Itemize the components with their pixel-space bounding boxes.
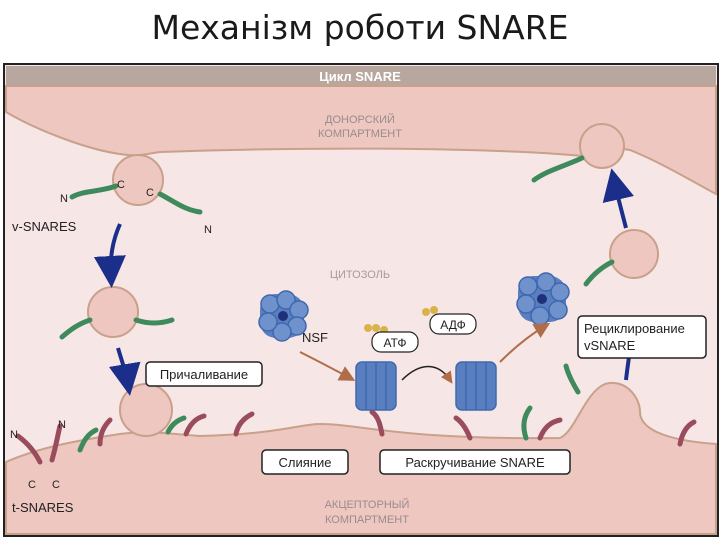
docking-label: Причаливание (160, 367, 248, 382)
recycled-vesicle (610, 230, 658, 278)
v-snares-label: v-SNARES (12, 219, 77, 234)
unwinding-label: Раскручивание SNARE (405, 455, 545, 470)
page-title: Механізм роботи SNARE (0, 8, 720, 47)
v-snare-n-right: N (204, 224, 212, 236)
cytosol-label: ЦИТОЗОЛЬ (330, 269, 390, 281)
t-snares-label: t-SNARES (12, 500, 74, 515)
budding-vesicle-right (580, 124, 624, 168)
free-vesicle (88, 287, 138, 337)
nsf-bound-complex (356, 362, 396, 410)
v-snare-n-left: N (60, 193, 68, 205)
acceptor-label-line1: АКЦЕПТОРНЫЙ (325, 498, 410, 511)
t-snare-n-left: N (10, 429, 18, 441)
acceptor-label-line2: КОМПАРТМЕНТ (325, 514, 409, 526)
donor-label-line1: ДОНОРСКИЙ (325, 113, 395, 126)
t-snare-c-left: C (28, 479, 36, 491)
nsf-complex-icon (517, 273, 569, 325)
t-snare-n-right: N (58, 419, 66, 431)
figure-header: Цикл SNARE (319, 69, 401, 84)
nsf-label: NSF (302, 330, 328, 345)
fusion-label: Слияние (279, 455, 332, 470)
recycling-label-line1: Рециклирование (584, 321, 685, 336)
recycling-label-line2: vSNARE (584, 338, 636, 353)
v-snare-c-right: C (146, 187, 154, 199)
t-snare-c-right: C (52, 479, 60, 491)
donor-label-line2: КОМПАРТМЕНТ (318, 128, 402, 140)
adp-label: АДФ (440, 318, 465, 332)
snare-cycle-diagram: Цикл SNARE ДОНОРСКИЙ КОМПАРТМЕНТ N C C N… (0, 62, 720, 540)
v-snare-c-left: C (117, 179, 125, 191)
nsf-bound-complex (456, 362, 496, 410)
atp-label: АТФ (383, 336, 406, 350)
docked-vesicle (120, 384, 172, 436)
